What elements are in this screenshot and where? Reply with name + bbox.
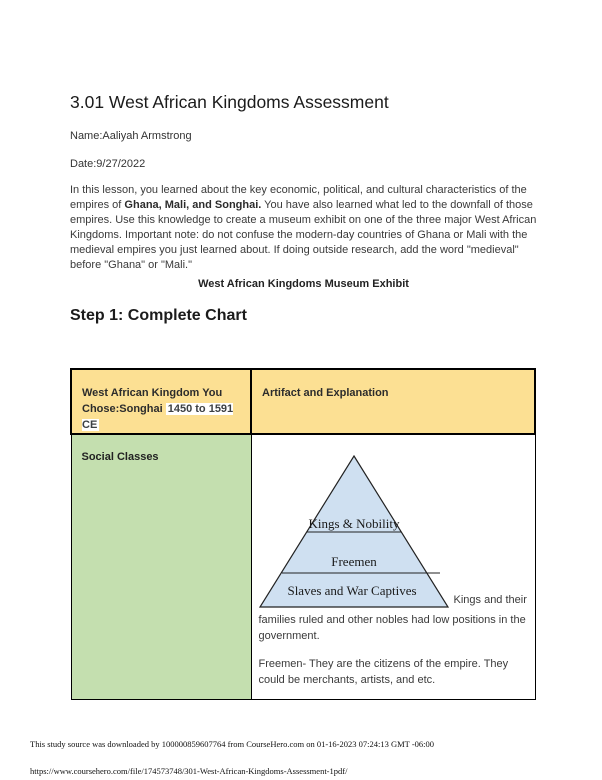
pyramid-level-slaves: Slaves and War Captives — [287, 583, 416, 598]
exhibit-heading: West African Kingdoms Museum Exhibit — [198, 278, 409, 290]
social-classes-label: Social Classes — [81, 451, 159, 463]
pyramid-caption-rest: families ruled and other nobles had low … — [258, 614, 526, 642]
pyramid-level-kings: Kings & Nobility — [308, 516, 400, 531]
kingdom-label: West African Kingdom You Chose:Songhai — [82, 387, 223, 415]
chart-table: West African Kingdom You Chose:Songhai 1… — [70, 368, 536, 700]
table-body-row: Social Classes Kings & Nobility Freemen … — [70, 433, 536, 700]
step-heading: Step 1: Complete Chart — [70, 307, 247, 324]
intro-text-post: You have also learned what led to the do… — [70, 199, 537, 271]
intro-paragraph: In this lesson, you learned about the ke… — [70, 183, 537, 273]
artifact-cell: Kings & Nobility Freemen Slaves and War … — [250, 433, 536, 700]
pyramid-caption-inline: Kings and their — [453, 594, 527, 606]
pyramid-row: Kings & Nobility Freemen Slaves and War … — [258, 455, 529, 608]
social-pyramid-diagram: Kings & Nobility Freemen Slaves and War … — [258, 455, 449, 608]
artifact-header-label: Artifact and Explanation — [262, 387, 389, 399]
freemen-caption: Freemen- They are the citizens of the em… — [258, 658, 509, 686]
pyramid-level-freemen: Freemen — [331, 554, 377, 569]
table-header-row: West African Kingdom You Chose:Songhai 1… — [70, 368, 536, 435]
document-content: 3.01 West African Kingdoms Assessment Na… — [70, 92, 537, 700]
download-notice: This study source was downloaded by 1000… — [30, 739, 435, 749]
intro-text-bold: Ghana, Mali, and Songhai. — [124, 199, 262, 211]
header-cell-kingdom: West African Kingdom You Chose:Songhai 1… — [70, 368, 252, 435]
intro-text-pre: In this lesson, you learned about the ke… — [70, 184, 527, 211]
social-classes-cell: Social Classes — [70, 433, 252, 700]
source-url: https://www.coursehero.com/file/17457374… — [30, 766, 348, 776]
page-title: 3.01 West African Kingdoms Assessment — [70, 92, 389, 112]
name-line: Name:Aaliyah Armstrong — [70, 130, 192, 142]
date-line: Date:9/27/2022 — [70, 158, 146, 170]
header-cell-artifact: Artifact and Explanation — [250, 368, 536, 435]
